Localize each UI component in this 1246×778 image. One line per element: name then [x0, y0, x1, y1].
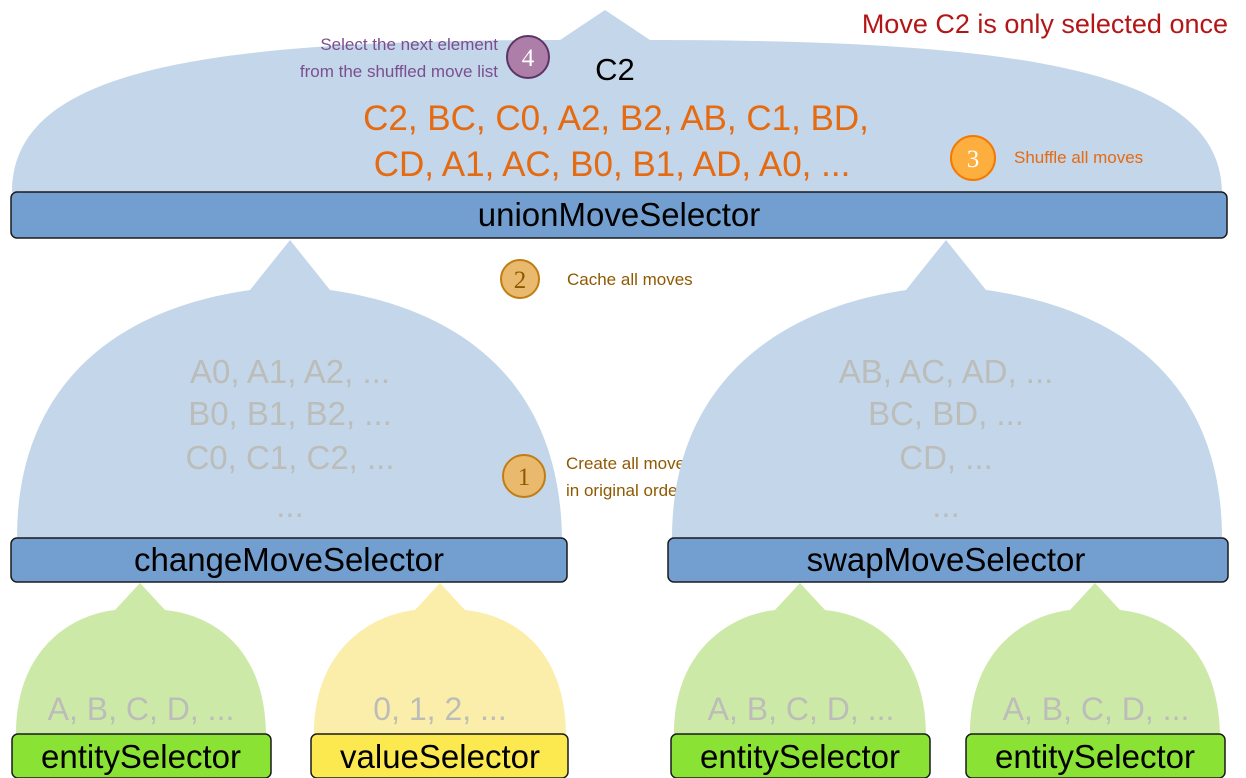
- title-note: Move C2 is only selected once: [862, 9, 1228, 39]
- step-1-label-line-1: Create all moves: [566, 454, 694, 473]
- step-2-label: Cache all moves: [567, 270, 693, 289]
- swap-moves-line-4: ...: [932, 487, 960, 524]
- entity-selector-1-values: A, B, C, D, ...: [48, 691, 235, 727]
- shuffled-moves-line-2: CD, A1, AC, B0, B1, AD, A0, ...: [374, 145, 851, 184]
- swap-move-selector-label: swapMoveSelector: [807, 541, 1086, 578]
- value-selector-values: 0, 1, 2, ...: [373, 691, 506, 727]
- entity-selector-1-bar: [11, 733, 272, 778]
- change-move-selector-bar: [10, 537, 568, 583]
- change-selector-cloud: [17, 240, 562, 538]
- swap-selector-cloud: [672, 240, 1222, 538]
- shuffled-moves-line-1: C2, BC, C0, A2, B2, AB, C1, BD,: [363, 99, 869, 138]
- union-selector-cloud: [12, 10, 1222, 192]
- entity-selector-3-label: entitySelector: [995, 738, 1195, 775]
- value-selector-bar: [310, 733, 569, 778]
- entity-selector-2-bar: [670, 733, 931, 778]
- step-1-badge: [502, 454, 546, 498]
- step-1-label-line-2: in original order: [566, 481, 684, 500]
- step-2-badge: [500, 259, 540, 299]
- swap-moves-line-2: BC, BD, ...: [868, 395, 1024, 432]
- entity-selector-3-bar: [965, 733, 1226, 778]
- entity-selector-2-cloud: [674, 583, 926, 734]
- step-4-label-line-1: Select the next element: [320, 35, 498, 54]
- swap-moves-line-3: CD, ...: [899, 439, 993, 476]
- value-selector-cloud: [314, 583, 566, 734]
- step-3-number: 3: [967, 146, 980, 173]
- step-2-number: 2: [514, 267, 527, 294]
- entity-selector-3-cloud: [970, 583, 1220, 734]
- value-selector-label: valueSelector: [340, 738, 540, 775]
- step-4-label-line-2: from the shuffled move list: [300, 62, 498, 81]
- step-3-badge: [950, 135, 996, 181]
- step-4-badge: [506, 35, 550, 79]
- change-move-selector-label: changeMoveSelector: [134, 541, 444, 578]
- selected-move: C2: [595, 52, 635, 87]
- change-moves-line-4: ...: [276, 487, 304, 524]
- change-moves-line-3: C0, C1, C2, ...: [185, 439, 394, 476]
- entity-selector-1-label: entitySelector: [41, 738, 241, 775]
- union-move-selector-label: unionMoveSelector: [478, 196, 761, 233]
- step-1-number: 1: [518, 464, 531, 491]
- entity-selector-1-cloud: [16, 583, 266, 734]
- change-moves-line-1: A0, A1, A2, ...: [190, 353, 390, 390]
- union-move-selector-bar: [10, 191, 1228, 239]
- entity-selector-2-label: entitySelector: [700, 738, 900, 775]
- step-4-number: 4: [522, 45, 535, 72]
- swap-move-selector-bar: [667, 537, 1229, 583]
- entity-selector-2-values: A, B, C, D, ...: [708, 691, 895, 727]
- entity-selector-3-values: A, B, C, D, ...: [1003, 691, 1190, 727]
- change-moves-line-2: B0, B1, B2, ...: [188, 395, 392, 432]
- swap-moves-line-1: AB, AC, AD, ...: [839, 353, 1054, 390]
- step-3-label: Shuffle all moves: [1014, 148, 1143, 167]
